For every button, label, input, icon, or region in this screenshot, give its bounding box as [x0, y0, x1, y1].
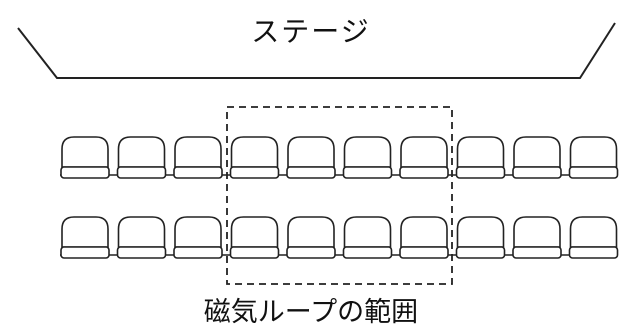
seat: [512, 136, 562, 179]
seat-back: [117, 216, 166, 248]
seat-back: [61, 136, 109, 168]
seat-cushion: [512, 166, 562, 179]
seat: [399, 136, 449, 179]
seat-cushion: [60, 246, 110, 259]
seat-cushion: [455, 246, 506, 259]
seat: [512, 216, 562, 259]
seat-back: [513, 216, 561, 248]
seat: [399, 216, 449, 259]
seat-cushion: [173, 166, 223, 179]
seat-cushion: [229, 246, 280, 259]
seat-back: [287, 216, 335, 248]
seat-back: [456, 136, 505, 168]
seat: [229, 216, 280, 259]
seat-back: [174, 216, 222, 248]
magnetic-loop-caption: 磁気ループの範囲: [203, 297, 419, 328]
magnetic-loop-area: [226, 106, 453, 285]
seat: [342, 136, 393, 179]
seat-cushion: [399, 166, 449, 179]
stage-outline: [17, 22, 616, 79]
seat-back: [400, 136, 448, 168]
seat-back: [569, 216, 618, 248]
seat-cushion: [568, 246, 619, 259]
seat: [173, 216, 223, 259]
seat-back: [230, 136, 279, 168]
seat-back: [343, 216, 392, 248]
seat-back: [230, 216, 279, 248]
seat: [116, 216, 167, 259]
seat-cushion: [116, 246, 167, 259]
seat-cushion: [173, 246, 223, 259]
seat-back: [343, 136, 392, 168]
seat: [568, 216, 619, 259]
seat-cushion: [455, 166, 506, 179]
seat: [173, 136, 223, 179]
seat-cushion: [512, 246, 562, 259]
stage-label: ステージ: [251, 15, 371, 48]
seat-cushion: [286, 246, 336, 259]
seat-cushion: [229, 166, 280, 179]
seat-cushion: [342, 246, 393, 259]
seat-back: [61, 216, 109, 248]
seat: [568, 136, 619, 179]
seat: [286, 216, 336, 259]
seat-back: [513, 136, 561, 168]
seat: [455, 216, 506, 259]
seat: [455, 136, 506, 179]
seat-back: [400, 216, 448, 248]
seat-cushion: [568, 166, 619, 179]
seat: [116, 136, 167, 179]
seat-cushion: [116, 166, 167, 179]
seat-cushion: [399, 246, 449, 259]
seat-back: [569, 136, 618, 168]
seat: [60, 136, 110, 179]
seat: [342, 216, 393, 259]
seat-cushion: [342, 166, 393, 179]
seat-cushion: [286, 166, 336, 179]
seat: [286, 136, 336, 179]
seat-back: [174, 136, 222, 168]
seat-back: [456, 216, 505, 248]
seats-group: [60, 136, 619, 259]
seat-back: [117, 136, 166, 168]
seat: [229, 136, 280, 179]
seat: [60, 216, 110, 259]
seat-cushion: [60, 166, 110, 179]
seat-back: [287, 136, 335, 168]
